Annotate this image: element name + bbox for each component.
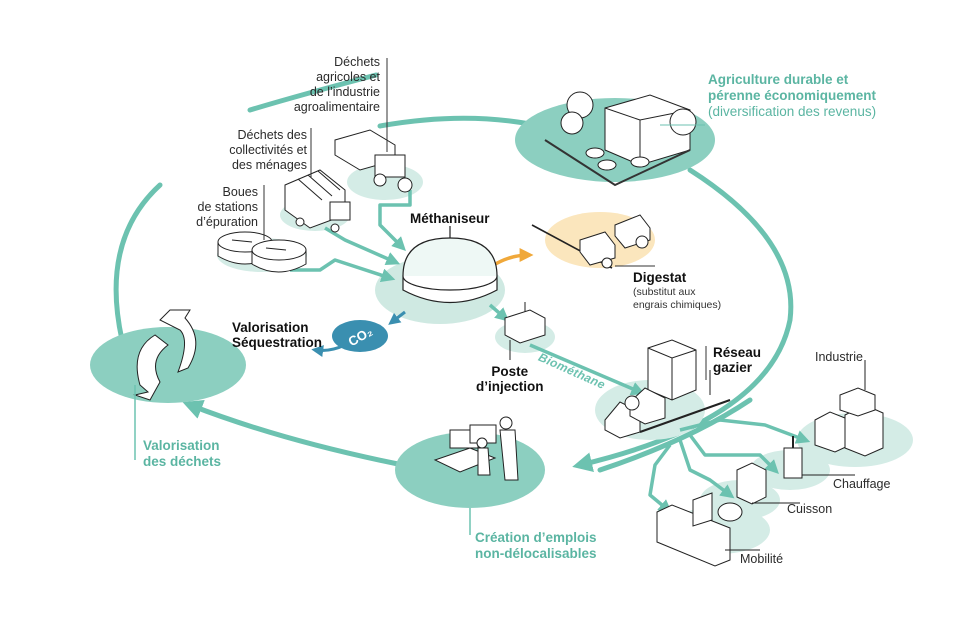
flow-biomethane [488,303,510,322]
distribution-flows [648,418,811,514]
methaniseur-tank-icon [402,226,498,303]
boiler-icon [783,436,855,479]
label-digestat-sub: (substitut aux engrais chimiques) [633,286,722,311]
sprayer-tractor-icon [531,214,651,269]
label-use-chauffage: Chauffage [833,477,891,491]
flow-collectivites [324,226,401,266]
industry-factory-icon [814,360,884,457]
label-valorisation-dechets: Valorisation des déchets [143,438,222,469]
label-reseau-gazier: Réseau gazier [713,345,762,375]
co2-badge: CO₂ [332,320,388,352]
flow-cuisson [678,439,735,499]
flow-chauffage [688,433,779,474]
label-dechets-agricoles: Déchets agricoles et de l’industrie agro… [293,55,380,114]
workers-desk-icon [433,416,519,535]
stove-icon [736,462,800,505]
label-agriculture-sub: (diversification des revenus) [708,104,877,119]
label-boues: Boues de stations d’épuration [196,185,258,229]
buildings-icon [604,339,731,439]
label-poste-injection: Poste d’injection [476,364,544,394]
label-agriculture-durable: Agriculture durable et pérenne économiqu… [708,72,877,103]
tractor-trailer-icon [334,129,413,193]
garbage-truck-icon [284,169,351,233]
flow-co2 [388,310,406,325]
label-use-cuisson: Cuisson [787,502,833,516]
ring-arc-mid [597,397,753,473]
flow-boues [290,258,396,283]
injection-station-icon [504,302,546,360]
flow-mobilite [648,443,673,514]
label-methaniseur: Méthaniseur [410,211,490,226]
ring-arc-top-left [247,72,379,113]
flow-digestat [491,248,534,268]
ring-arc-top [377,114,553,135]
leader-lines [263,58,707,380]
label-digestat: Digestat [633,270,687,285]
label-valorisation-sequestration: Valorisation Séquestration [232,320,323,350]
flow-industrie [679,418,811,444]
label-use-mobilite: Mobilité [740,552,784,566]
ring-arc-left [113,182,163,343]
waste-platform [90,327,246,403]
label-dechets-collectivites: Déchets des collectivités et des ménages [229,128,307,172]
flow-biomethane-2 [529,343,646,396]
label-use-industrie: Industrie [815,350,863,364]
flow-agricole [378,190,412,251]
recycle-arrows-icon [133,309,197,460]
ring-arc-bottom-left [182,400,401,467]
settling-tanks-icon [217,231,307,273]
label-creation-emplois: Création d’emplois non-délocalisables [475,530,597,561]
bus-fuel-station-icon [656,492,760,567]
input-flows [290,190,646,396]
farm-icon [544,91,697,187]
